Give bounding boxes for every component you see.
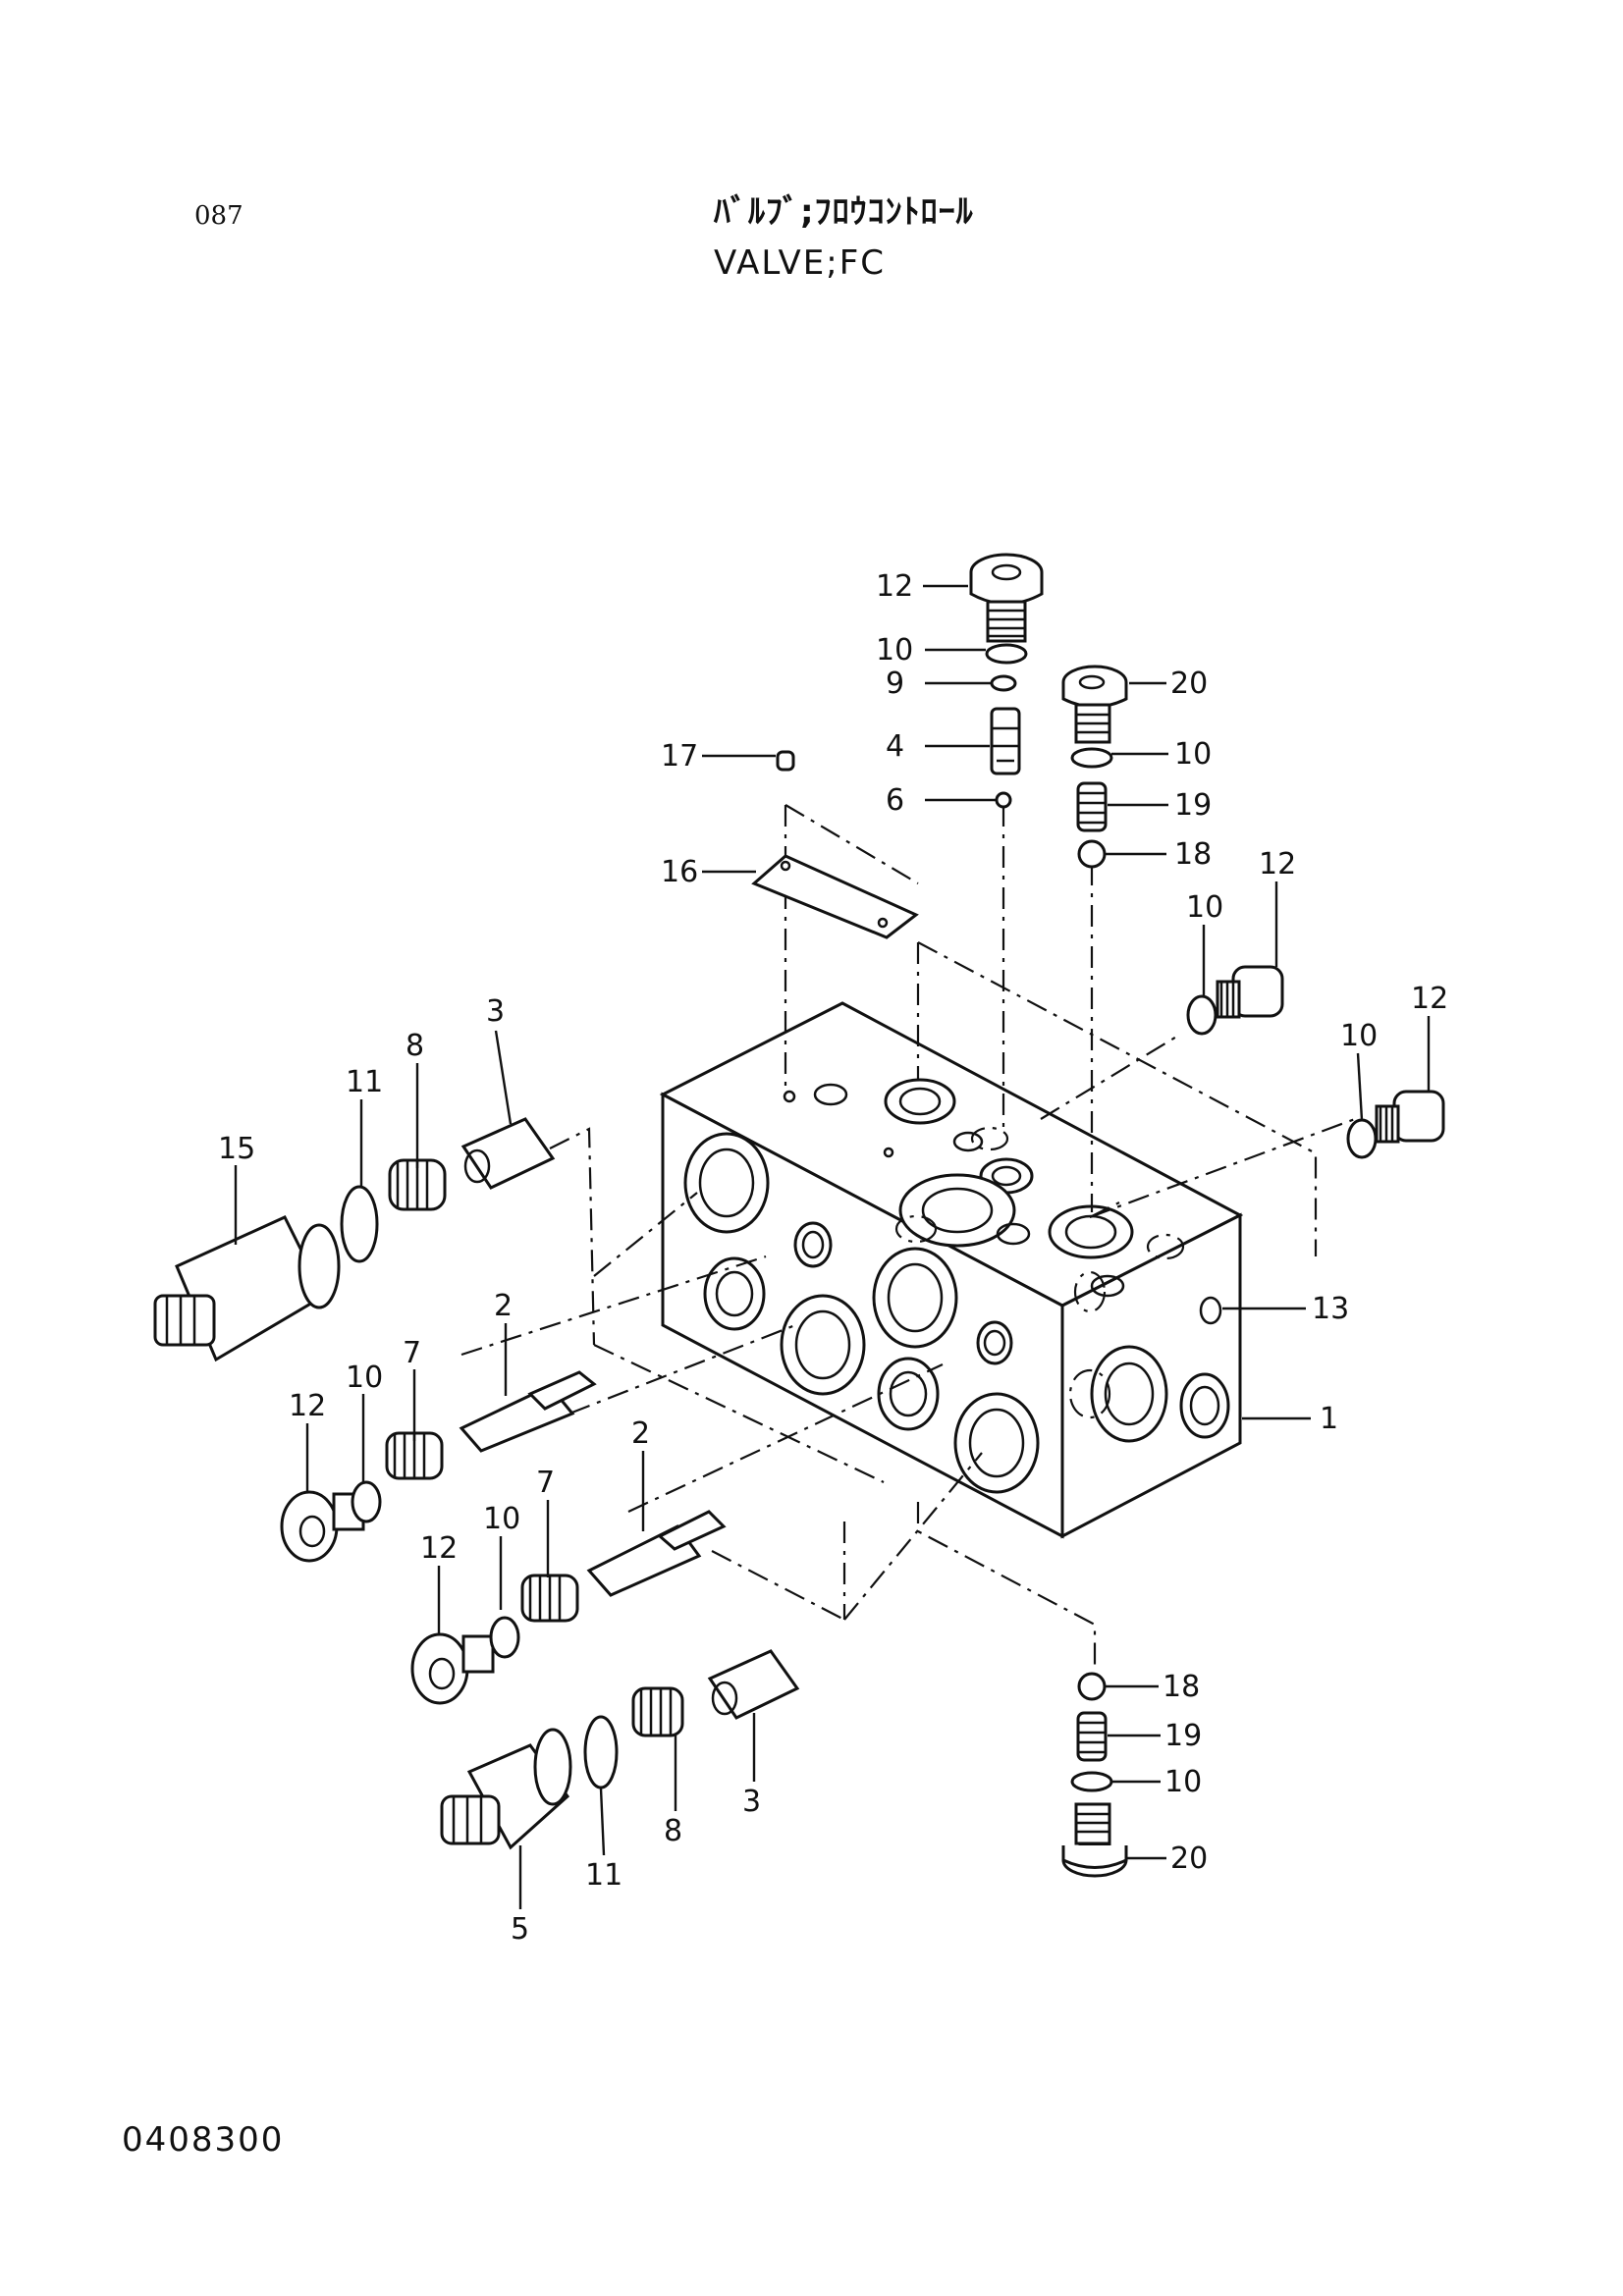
callout-18-bottom: 18	[1163, 1670, 1200, 1704]
callout-labels: 12 10 9 4 6 17 16 20 10 19 18 12 10 12 1…	[218, 569, 1448, 1947]
callout-7-lower: 7	[536, 1466, 555, 1500]
callout-12-right-upper: 12	[1259, 847, 1296, 881]
callout-10-left-lower: 10	[483, 1502, 520, 1536]
title-japanese: ﾊﾞﾙﾌﾞ;ﾌﾛｳｺﾝﾄﾛｰﾙ	[714, 192, 974, 232]
callout-10-top-right: 10	[1174, 737, 1212, 772]
callout-3-upper: 3	[486, 994, 505, 1029]
callout-10-top: 10	[876, 633, 913, 667]
callout-9: 9	[886, 667, 904, 701]
callout-12-left-lower: 12	[420, 1531, 458, 1566]
lower-left-cartridge	[440, 1649, 800, 1850]
left-spool-lower	[410, 1510, 727, 1705]
drawing-code: 0408300	[122, 2120, 285, 2160]
callout-1: 1	[1320, 1402, 1338, 1436]
callout-11-lower: 11	[585, 1858, 622, 1893]
top-right-plug-stack	[1061, 665, 1128, 869]
callout-10-right-upper: 10	[1186, 890, 1223, 925]
callout-18-top: 18	[1174, 837, 1212, 872]
callout-5: 5	[511, 1912, 529, 1947]
upper-left-cartridge	[153, 1117, 556, 1362]
callout-6: 6	[886, 783, 904, 818]
callout-15: 15	[218, 1132, 255, 1166]
callout-2-upper: 2	[494, 1289, 513, 1323]
callout-20-bottom: 20	[1170, 1842, 1208, 1876]
left-spool-upper	[280, 1370, 597, 1563]
callout-7-upper: 7	[403, 1336, 421, 1370]
callout-12-top: 12	[876, 569, 913, 604]
leader-lines	[234, 584, 1431, 1909]
callout-8-upper: 8	[406, 1029, 424, 1063]
callout-16: 16	[661, 855, 698, 889]
callout-17: 17	[661, 739, 698, 774]
page-number: 087	[194, 201, 243, 231]
callout-12-left-upper: 12	[289, 1389, 326, 1423]
callout-19-top: 19	[1174, 788, 1212, 823]
callout-13: 13	[1312, 1292, 1349, 1326]
top-plug-stack	[969, 553, 1044, 809]
callout-10-bottom: 10	[1164, 1765, 1202, 1799]
callout-8-lower: 8	[664, 1814, 682, 1848]
assembly-center-lines	[460, 804, 1356, 1669]
right-plug-upper	[1186, 965, 1284, 1036]
callout-20-top: 20	[1170, 667, 1208, 701]
bottom-right-plug-stack	[1061, 1672, 1128, 1878]
valve-body	[659, 1001, 1244, 1539]
callout-10-left-upper: 10	[346, 1361, 383, 1395]
callout-19-bottom: 19	[1164, 1719, 1202, 1753]
callout-2-lower: 2	[631, 1416, 650, 1451]
title-english: VALVE;FC	[714, 243, 887, 283]
callout-12-right-lower: 12	[1411, 982, 1448, 1016]
callout-3-lower: 3	[742, 1785, 761, 1819]
nameplate-and-pin	[751, 750, 919, 939]
callout-4: 4	[886, 729, 904, 764]
callout-11-upper: 11	[346, 1065, 383, 1099]
right-plug-lower	[1346, 1090, 1445, 1159]
callout-10-right-lower: 10	[1340, 1019, 1378, 1053]
